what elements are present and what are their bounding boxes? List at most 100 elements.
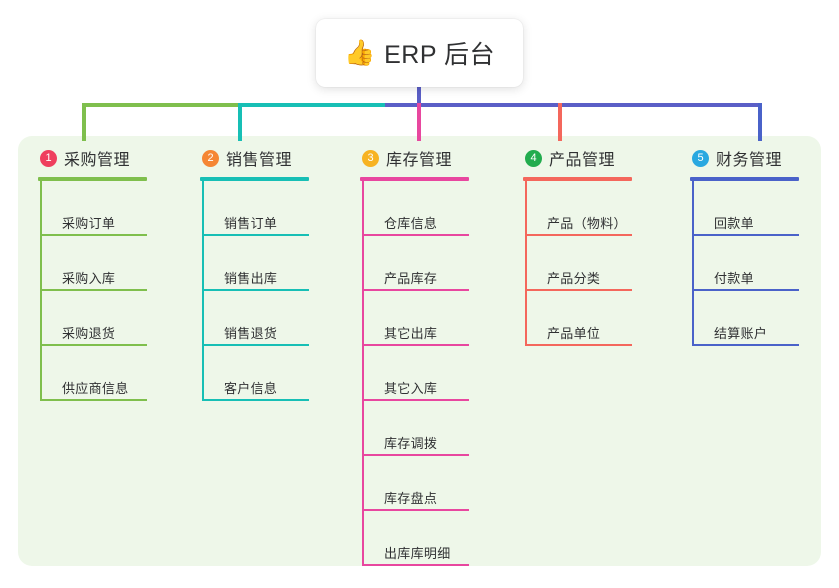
leaf-label: 产品库存 (384, 271, 438, 286)
branch-index-badge: 4 (525, 149, 542, 167)
branch-index-badge: 5 (692, 149, 709, 167)
branch-underline (690, 177, 799, 181)
leaf-label: 库存盘点 (384, 491, 438, 506)
leaf-list: 回款单付款单结算账户 (690, 181, 839, 346)
leaf-underline (42, 234, 147, 236)
leaf-label: 客户信息 (224, 381, 278, 396)
leaf-item[interactable]: 产品分类 (525, 236, 632, 291)
leaf-item[interactable]: 供应商信息 (40, 346, 147, 401)
leaf-item[interactable]: 结算账户 (692, 291, 799, 346)
leaf-underline (527, 234, 632, 236)
branch-underline (38, 177, 147, 181)
leaf-underline (364, 234, 469, 236)
leaf-item[interactable]: 客户信息 (202, 346, 309, 401)
branch-header-4[interactable]: 4 产品管理 (523, 146, 673, 170)
leaf-item[interactable]: 销售订单 (202, 181, 309, 236)
leaf-underline (204, 234, 309, 236)
leaf-item[interactable]: 其它出库 (362, 291, 469, 346)
leaf-underline (694, 289, 799, 291)
leaf-label: 销售出库 (224, 271, 278, 286)
branch-title: 采购管理 (64, 152, 131, 169)
leaf-label: 结算账户 (714, 326, 768, 341)
branch-column-1[interactable]: 1 采购管理采购订单采购入库采购退货供应商信息 (38, 146, 188, 401)
leaf-item[interactable]: 销售退货 (202, 291, 309, 346)
leaf-item[interactable]: 付款单 (692, 236, 799, 291)
leaf-item[interactable]: 产品单位 (525, 291, 632, 346)
branch-column-2[interactable]: 2 销售管理销售订单销售出库销售退货客户信息 (200, 146, 350, 401)
branch-title: 库存管理 (386, 152, 453, 169)
branch-drop-4 (558, 103, 562, 141)
leaf-underline (364, 564, 469, 566)
leaf-underline (527, 289, 632, 291)
thumbs-up-icon: 👍 (343, 38, 376, 67)
branch-title: 销售管理 (226, 152, 293, 169)
root-stem-connector (417, 87, 421, 103)
branch-header-2[interactable]: 2 销售管理 (200, 146, 350, 170)
leaf-label: 库存调拨 (384, 436, 438, 451)
branch-header-1[interactable]: 1 采购管理 (38, 146, 188, 170)
branch-header-5[interactable]: 5 财务管理 (690, 146, 839, 170)
branch-spine (525, 181, 527, 346)
branch-column-3[interactable]: 3 库存管理仓库信息产品库存其它出库其它入库库存调拨库存盘点出库库明细 (360, 146, 510, 566)
branch-drop-5 (758, 103, 762, 141)
leaf-item[interactable]: 回款单 (692, 181, 799, 236)
leaf-underline (42, 344, 147, 346)
leaf-list: 采购订单采购入库采购退货供应商信息 (38, 181, 188, 401)
leaf-item[interactable]: 库存盘点 (362, 456, 469, 511)
leaf-label: 采购订单 (62, 216, 116, 231)
branch-spine (362, 181, 364, 566)
trunk-bar-segment-1 (82, 103, 238, 107)
leaf-item[interactable]: 仓库信息 (362, 181, 469, 236)
leaf-underline (527, 344, 632, 346)
leaf-list: 产品（物料） 产品分类产品单位 (523, 181, 673, 346)
branch-column-5[interactable]: 5 财务管理回款单付款单结算账户 (690, 146, 839, 346)
leaf-item[interactable]: 采购入库 (40, 236, 147, 291)
leaf-list: 仓库信息产品库存其它出库其它入库库存调拨库存盘点出库库明细 (360, 181, 510, 566)
branch-spine (40, 181, 42, 401)
branch-header-3[interactable]: 3 库存管理 (360, 146, 510, 170)
branch-underline (523, 177, 632, 181)
leaf-label: 销售退货 (224, 326, 278, 341)
branch-index-badge: 2 (202, 149, 219, 167)
leaf-label: 采购入库 (62, 271, 116, 286)
leaf-item[interactable]: 采购退货 (40, 291, 147, 346)
leaf-item[interactable]: 采购订单 (40, 181, 147, 236)
leaf-item[interactable]: 其它入库 (362, 346, 469, 401)
branch-title: 产品管理 (549, 152, 616, 169)
leaf-label: 付款单 (714, 271, 754, 286)
leaf-label: 仓库信息 (384, 216, 438, 231)
leaf-underline (42, 399, 147, 401)
leaf-underline (364, 289, 469, 291)
leaf-item[interactable]: 出库库明细 (362, 511, 469, 566)
leaf-item[interactable]: 销售出库 (202, 236, 309, 291)
leaf-label: 产品单位 (547, 326, 601, 341)
branch-drop-1 (82, 103, 86, 141)
leaf-underline (364, 344, 469, 346)
leaf-label: 产品（物料） (547, 216, 627, 231)
leaf-item[interactable]: 库存调拨 (362, 401, 469, 456)
branch-index-badge: 3 (362, 149, 379, 167)
leaf-item[interactable]: 产品（物料） (525, 181, 632, 236)
branch-drop-3 (417, 103, 421, 141)
leaf-underline (204, 344, 309, 346)
branch-title: 财务管理 (716, 152, 783, 169)
leaf-label: 产品分类 (547, 271, 601, 286)
content-panel (18, 136, 821, 566)
branch-index-badge: 1 (40, 149, 57, 167)
leaf-underline (364, 509, 469, 511)
leaf-underline (42, 289, 147, 291)
leaf-underline (204, 399, 309, 401)
branch-drop-2 (238, 103, 242, 141)
trunk-bar-segment-3 (385, 103, 762, 107)
leaf-underline (694, 234, 799, 236)
root-node[interactable]: 👍 ERP 后台 (316, 19, 523, 87)
leaf-item[interactable]: 产品库存 (362, 236, 469, 291)
leaf-label: 供应商信息 (62, 381, 129, 396)
branch-spine (202, 181, 204, 401)
leaf-label: 采购退货 (62, 326, 116, 341)
branch-column-4[interactable]: 4 产品管理产品（物料） 产品分类产品单位 (523, 146, 673, 346)
leaf-underline (364, 399, 469, 401)
leaf-label: 回款单 (714, 216, 754, 231)
leaf-label: 其它出库 (384, 326, 438, 341)
